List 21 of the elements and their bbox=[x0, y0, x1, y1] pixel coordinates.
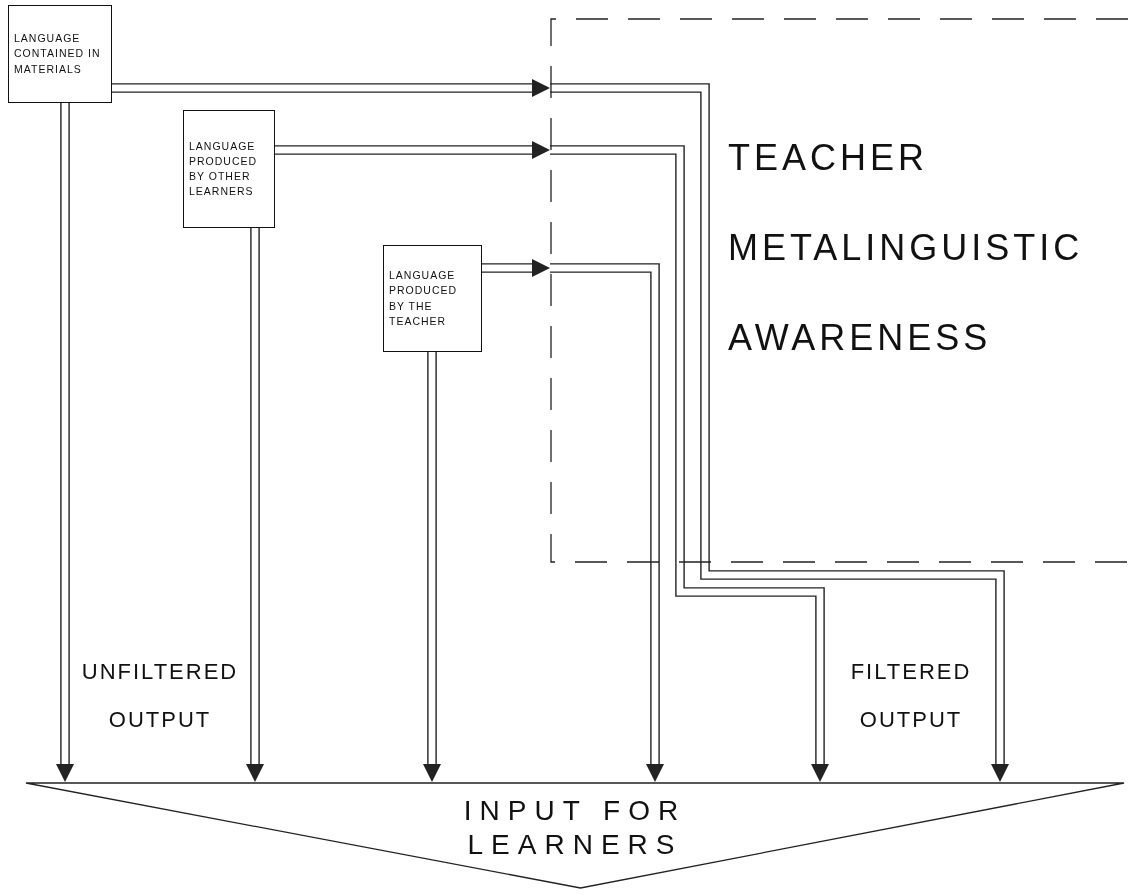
box-label: LANGUAGE CONTAINED IN MATERIALS bbox=[14, 31, 102, 77]
flow-label: FILTERED OUTPUT bbox=[849, 658, 973, 735]
process-box bbox=[8, 5, 112, 103]
triangle-label: INPUT FOR LEARNERS bbox=[462, 794, 688, 862]
process-box bbox=[183, 110, 275, 228]
double-line-arrow bbox=[550, 263, 664, 782]
double-line-arrow bbox=[423, 352, 441, 782]
box-label: LANGUAGE PRODUCED BY THE TEACHER bbox=[389, 268, 459, 329]
double-line-arrow bbox=[275, 141, 550, 159]
region-heading: TEACHER METALINGUISTIC AWARENESS bbox=[728, 136, 1085, 360]
dashed-region bbox=[550, 18, 1128, 563]
double-line-arrow bbox=[550, 145, 829, 782]
triangle-shape bbox=[25, 782, 1125, 890]
double-line-arrow bbox=[112, 79, 550, 97]
double-line-arrow bbox=[246, 228, 264, 782]
flow-label: UNFILTERED OUTPUT bbox=[80, 658, 240, 735]
double-line-arrow bbox=[550, 83, 1009, 782]
double-line-arrow bbox=[482, 259, 550, 277]
box-label: LANGUAGE PRODUCED BY OTHER LEARNERS bbox=[189, 138, 259, 200]
double-line-arrow bbox=[56, 103, 74, 782]
process-box bbox=[383, 245, 482, 352]
